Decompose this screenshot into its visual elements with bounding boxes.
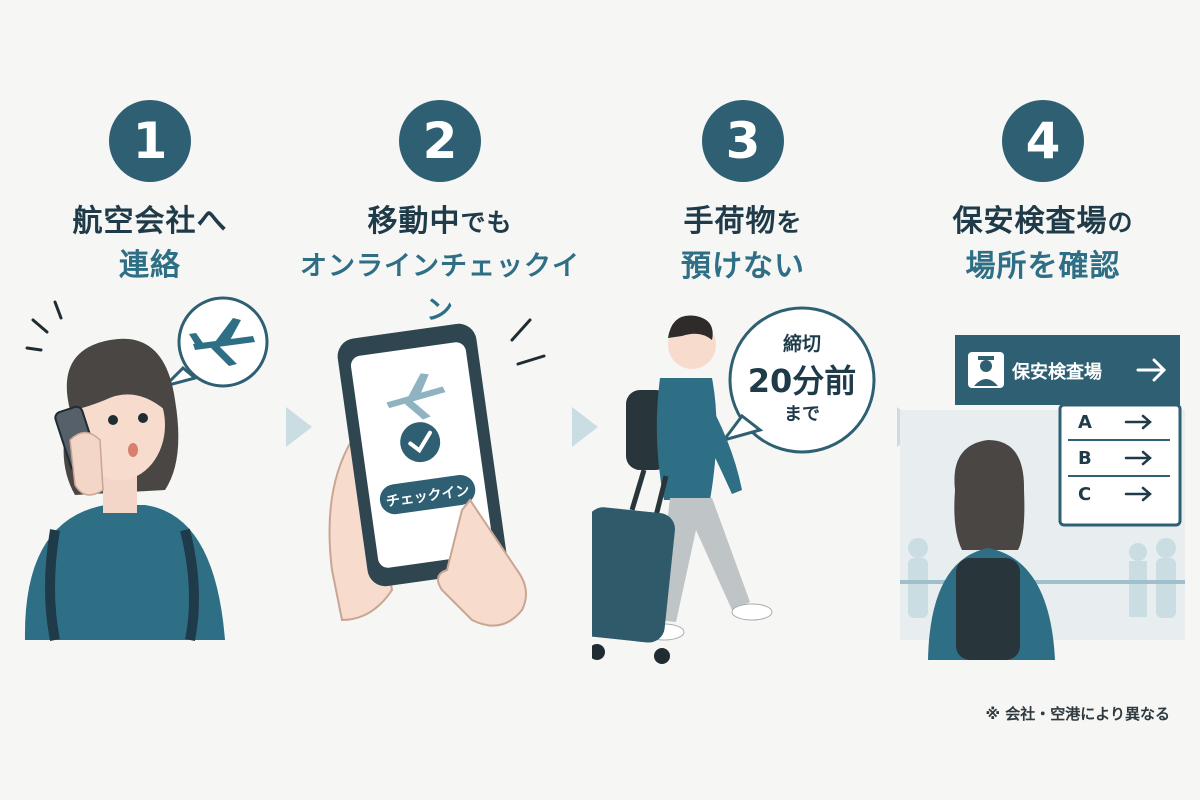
- step-2-title: 移動中でも オンラインチェックイン: [295, 200, 585, 333]
- chevron-right-icon: [572, 407, 598, 447]
- deadline-bubble: 締切 20分前 まで: [720, 306, 876, 454]
- step-3-title-strong: 手荷物: [683, 204, 777, 239]
- deadline-line3: まで: [784, 404, 820, 425]
- sign-label: 保安検査場: [1011, 361, 1102, 383]
- step-number-1: 1: [109, 100, 191, 182]
- step-1-title: 航空会社へ 連絡: [5, 200, 295, 288]
- step-1-title-line2: 連絡: [119, 248, 181, 283]
- person-calling-illustration: [24, 296, 269, 641]
- speech-bubble: [159, 296, 269, 389]
- security-officer-icon: [974, 356, 998, 386]
- chevron-right-icon: [286, 407, 312, 447]
- step-number-2: 2: [399, 100, 481, 182]
- step-3-title-line2: 預けない: [681, 249, 805, 284]
- step-4-title: 保安検査場の 場所を確認: [898, 200, 1188, 289]
- step-4-title-strong: 保安検査場: [952, 204, 1108, 239]
- gate-b: B: [1078, 448, 1092, 469]
- step-4-title-particle: の: [1107, 208, 1134, 237]
- step-2: 2 移動中でも オンラインチェックイン: [295, 100, 585, 333]
- step-1-title-line1: 航空会社へ: [72, 204, 228, 239]
- deadline-line2: 20分前: [748, 362, 857, 400]
- traveler-walking-illustration: 締切 20分前 まで: [592, 306, 876, 664]
- gate-c: C: [1078, 484, 1091, 505]
- security-sign-illustration: 保安検査場 A B C: [900, 335, 1185, 660]
- airplane-icon: [189, 318, 255, 366]
- deadline-line1: 締切: [783, 332, 821, 355]
- step-2-title-particle: でも: [460, 208, 513, 237]
- step-3-title: 手荷物を 預けない: [598, 200, 888, 289]
- step-4-title-line1: 保安検査場の: [898, 200, 1188, 245]
- footnote: ※ 会社・空港により異なる: [985, 705, 1170, 723]
- airplane-icon: [386, 373, 446, 420]
- step-3: 3 手荷物を 預けない: [598, 100, 888, 289]
- step-2-title-line2: オンラインチェックイン: [300, 251, 580, 326]
- step-2-title-line1: 移動中でも: [295, 200, 585, 245]
- step-1: 1 航空会社へ 連絡: [5, 100, 295, 288]
- step-number-4: 4: [1002, 100, 1084, 182]
- step-3-title-line1: 手荷物を: [598, 200, 888, 245]
- phone-checkin-illustration: チェックイン: [328, 318, 546, 627]
- gate-a: A: [1078, 412, 1092, 433]
- step-3-title-particle: を: [776, 208, 803, 237]
- step-number-3: 3: [702, 100, 784, 182]
- checkin-button[interactable]: [378, 473, 477, 516]
- step-4-title-line2: 場所を確認: [965, 249, 1121, 284]
- right-arrow-icon: [1136, 358, 1167, 382]
- step-2-title-strong: 移動中: [367, 204, 461, 239]
- step-4: 4 保安検査場の 場所を確認: [898, 100, 1188, 289]
